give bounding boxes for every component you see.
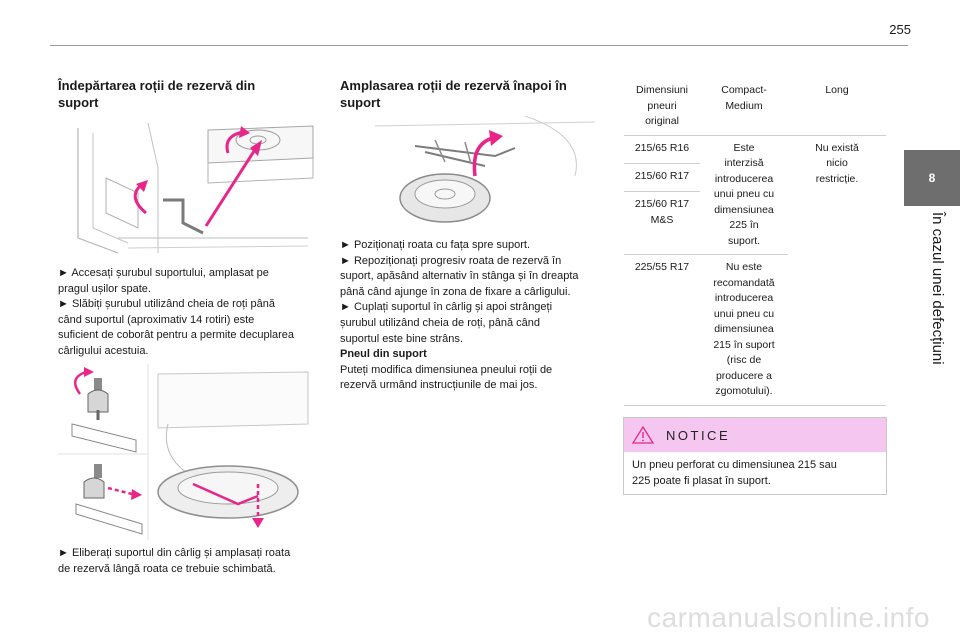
middle-heading: Amplasarea roții de rezervă înapoi în su… [340, 78, 567, 110]
text-line: ► Slăbiți șurubul utilizând cheia de roț… [58, 298, 275, 311]
figure-wheel-refit [375, 116, 595, 238]
table-cell: 215/60 R17 [624, 162, 700, 192]
text-line: 225 poate fi plasat în suport. [632, 474, 771, 487]
table-cell: Nu este recomandată introducerea unui pn… [700, 254, 788, 406]
text-line: suport, apăsând alternativ în stânga și … [340, 270, 579, 283]
notice-box: NOTICE Un pneu perforat cu dimensiunea 2… [623, 417, 887, 495]
text-line: ► Eliberați suportul din cârlig și ampla… [58, 547, 291, 559]
table-cell: Este interzisă introducerea unui pneu cu… [700, 134, 788, 255]
notice-header: NOTICE [624, 418, 886, 452]
text-line: ► Repoziționați progresiv roata de rezer… [340, 254, 562, 267]
left-instructions: ► Accesați șurubul suportului, amplasat … [58, 266, 323, 360]
text-line: ► Accesați șurubul suportului, amplasat … [58, 267, 269, 279]
text-line: ► Poziționați roata cu fața spre suport. [340, 239, 531, 251]
tyre-dimensions-table: Dimensiuni pneuri original Compact- Medi… [624, 78, 886, 406]
text-line: suficient de coborât pentru a permite de… [58, 329, 295, 342]
middle-instructions: ► Poziționați roata cu fața spre suport.… [340, 238, 605, 394]
table-cell: 225/55 R17 [624, 254, 700, 406]
table-header-row: Dimensiuni pneuri original Compact- Medi… [624, 78, 886, 135]
table-row: 215/60 R17 M&S [624, 191, 886, 255]
subheading-spare-tyre: Pneul din suport [340, 348, 427, 361]
figure-hook-release [58, 364, 320, 540]
text-line: cârligului acestuia. [58, 344, 149, 357]
table-cell: 215/60 R17 M&S [624, 191, 700, 255]
page-number: 255 [889, 22, 911, 37]
left-release-instructions: ► Eliberați suportul din cârlig și ampla… [58, 546, 323, 577]
table-header: Compact- Medium [721, 84, 767, 112]
header-divider [50, 45, 908, 46]
table-row: 225/55 R17 Nu este recomandată introduce… [624, 254, 886, 406]
table-cell: Nu există nicio restricție. [788, 134, 886, 406]
table-cell: 215/65 R16 [624, 134, 700, 164]
notice-text: Un pneu perforat cu dimensiunea 215 sau … [624, 452, 886, 495]
table-row: 215/60 R17 [624, 162, 886, 192]
notice-title: NOTICE [666, 427, 731, 443]
table-header: Dimensiuni pneuri original [636, 84, 688, 127]
text-line: pragul ușilor spate. [58, 282, 151, 295]
text-line: Un pneu perforat cu dimensiunea 215 sau [632, 459, 837, 471]
text-line: de rezervă lângă roata ce trebuie schimb… [58, 562, 276, 575]
text-line: ► Cuplați suportul în cârlig și apoi str… [340, 301, 553, 314]
figure-access-bolt [58, 118, 320, 258]
text-line: Puteți modifica dimensiunea pneului roți… [340, 363, 553, 376]
warning-icon [632, 426, 654, 444]
text-line: până când ajunge în zona de fixare a câr… [340, 285, 571, 298]
text-line: suportul este bine strâns. [340, 332, 463, 345]
text-line: când suportul (aproximativ 14 rotiri) es… [58, 313, 255, 326]
left-heading: Îndepărtarea roții de rezervă din suport [58, 78, 256, 110]
text-line: șurubul utilizând cheia de roți, până câ… [340, 316, 540, 329]
table-row: 215/65 R16 Este interzisă introducerea u… [624, 134, 886, 406]
chapter-tab[interactable]: 8 [904, 150, 960, 206]
text-line: rezervă urmând instrucțiunile de mai jos… [340, 379, 538, 392]
chapter-title: În cazul unei defecțiuni [929, 212, 946, 365]
watermark: carmanualsonline.info [647, 602, 930, 633]
table-header: Long [825, 84, 849, 96]
